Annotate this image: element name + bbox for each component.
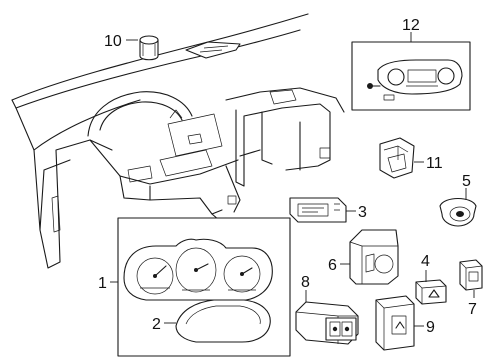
instrument-panel-drawing — [11, 13, 345, 269]
part-10-ignition-knob — [139, 35, 159, 61]
callout-12: 12 — [402, 17, 420, 34]
callout-4: 4 — [421, 253, 430, 270]
callout-3: 3 — [358, 204, 367, 221]
part-3-display-unit — [289, 197, 347, 223]
callout-9: 9 — [426, 319, 435, 336]
part-11-switch-connector — [379, 137, 415, 179]
callout-8: 8 — [301, 274, 310, 291]
part-12-climate-panel — [367, 59, 463, 101]
callout-11: 11 — [426, 155, 443, 172]
callout-7: 7 — [468, 301, 477, 318]
part-7-switch — [459, 259, 483, 291]
part-6-switch-base — [349, 229, 399, 285]
part-4-hazard-switch — [415, 279, 447, 305]
callout-2: 2 — [152, 316, 161, 333]
callout-5: 5 — [462, 173, 471, 190]
part-9-switch — [375, 295, 415, 351]
part-8-seat-switch — [295, 301, 359, 345]
callout-10: 10 — [104, 33, 122, 50]
callout-1: 1 — [98, 275, 107, 292]
part-5-start-button — [439, 197, 477, 227]
part-1-combination-meter — [123, 238, 273, 343]
callout-6: 6 — [328, 257, 337, 274]
